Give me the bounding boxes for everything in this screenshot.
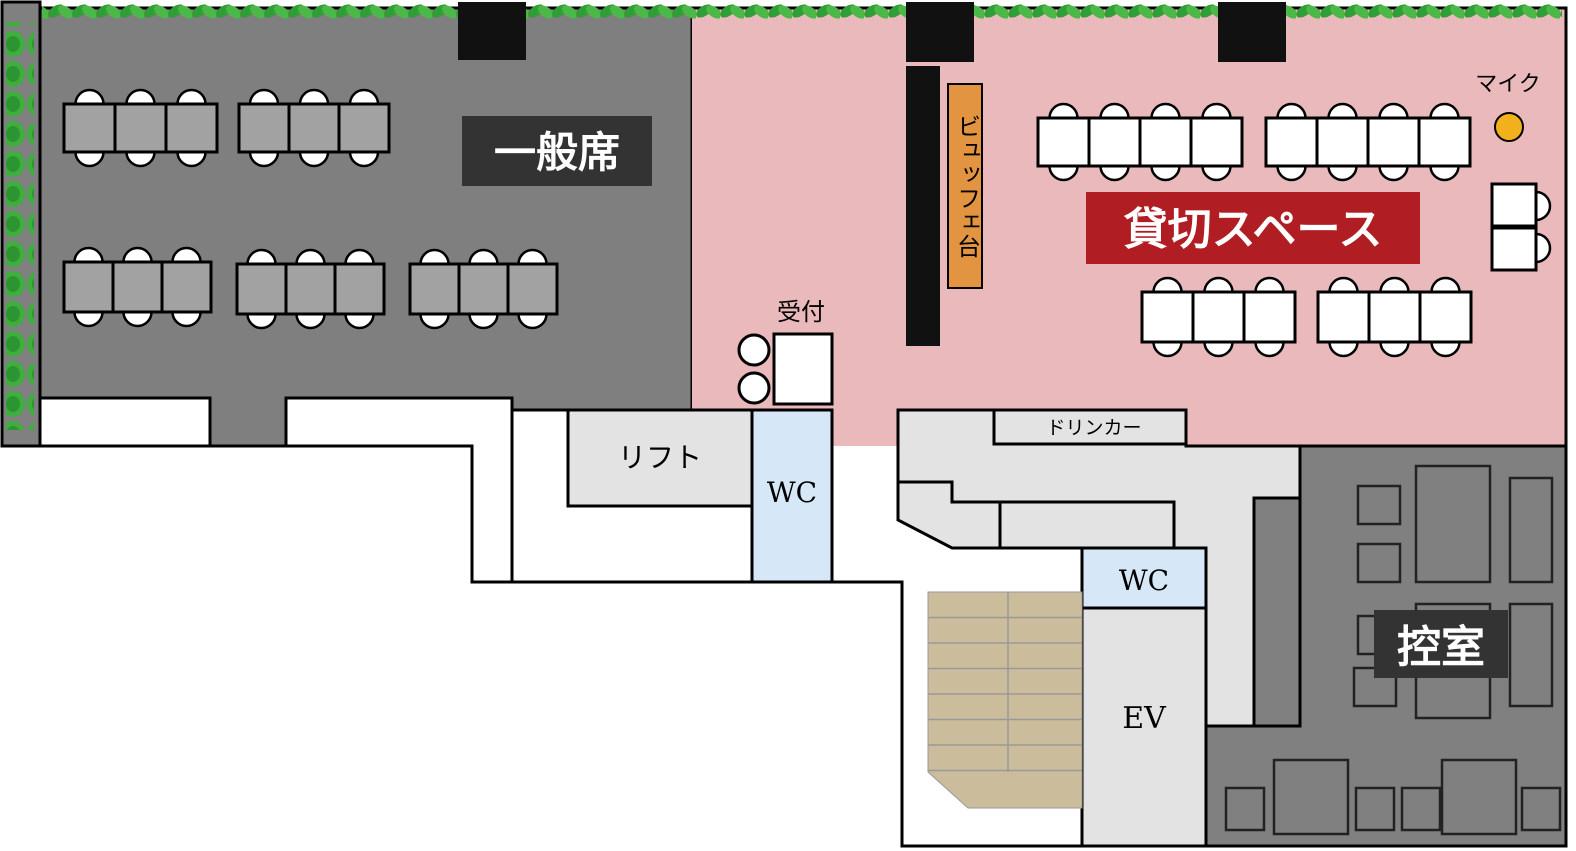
buffet-table-label: ビュッフェ台 — [953, 114, 981, 258]
reception-desk: 受付 — [737, 298, 834, 406]
table — [111, 260, 164, 314]
table — [62, 260, 115, 314]
waiting-furniture — [1520, 786, 1562, 832]
general-seating-area — [38, 6, 694, 448]
table — [506, 262, 559, 316]
microphone-label: マイク — [1475, 72, 1541, 97]
table — [1140, 290, 1195, 344]
table — [1138, 116, 1193, 168]
wc-left: WC — [750, 408, 834, 584]
general-seating-label: 一般席 — [494, 128, 620, 177]
table-group — [1140, 276, 1297, 358]
table — [408, 262, 461, 316]
table — [1242, 290, 1297, 344]
table-group — [62, 246, 213, 328]
waiting-furniture — [1508, 476, 1554, 584]
table — [1191, 290, 1246, 344]
partition-wall — [906, 66, 940, 346]
table — [333, 262, 386, 316]
reception-chair — [737, 333, 771, 367]
table-group — [1316, 276, 1473, 358]
private-table-groups — [1036, 102, 1552, 358]
table — [1036, 116, 1091, 168]
private-space-badge: 貸切スペース — [1086, 192, 1420, 264]
reception-label: 受付 — [777, 298, 825, 326]
table-group — [237, 88, 391, 168]
table — [237, 102, 291, 154]
wc-right: WC — [1080, 546, 1208, 610]
general-seating-badge: 一般席 — [462, 116, 652, 186]
table — [235, 262, 288, 316]
general-table-groups — [62, 88, 559, 330]
waiting-furniture — [1414, 464, 1492, 584]
table — [1087, 116, 1142, 168]
pillar — [906, 2, 974, 62]
table-group — [408, 248, 559, 330]
table — [1490, 226, 1538, 272]
table — [284, 262, 337, 316]
pillar — [458, 2, 526, 60]
waiting-furniture — [1354, 786, 1396, 832]
side-table-group — [1490, 182, 1552, 272]
table — [1490, 182, 1538, 228]
reception-chair — [737, 371, 771, 405]
elevator: EV — [1080, 606, 1208, 848]
table — [287, 102, 341, 154]
waiting-furniture — [1356, 484, 1402, 526]
table — [1189, 116, 1244, 168]
table — [337, 102, 391, 154]
hedge-left — [6, 22, 34, 430]
pillar — [1218, 2, 1286, 62]
table-group — [62, 88, 219, 168]
table — [62, 102, 117, 154]
waiting-furniture — [1400, 786, 1442, 832]
microphone: マイク — [1475, 72, 1541, 142]
waiting-furniture — [1508, 602, 1554, 708]
waiting-furniture — [1440, 758, 1518, 836]
table — [160, 260, 213, 314]
stairs — [927, 591, 1083, 809]
table — [1367, 290, 1422, 344]
pillars — [458, 2, 1286, 62]
hedge-top — [42, 2, 1562, 24]
table-group — [1264, 102, 1472, 182]
private-space-label: 貸切スペース — [1124, 204, 1383, 255]
waiting-furniture — [1272, 758, 1350, 836]
table — [457, 262, 510, 316]
waiting-room-label: 控室 — [1397, 622, 1485, 673]
table — [1418, 290, 1473, 344]
waiting-furniture — [1224, 786, 1266, 832]
wc-left-label: WC — [767, 476, 817, 509]
drink-cart: ドリンカー — [992, 408, 1188, 446]
wc-right-label: WC — [1119, 564, 1169, 597]
waiting-room-badge — [1374, 610, 1508, 678]
table — [164, 102, 219, 154]
table — [113, 102, 168, 154]
mic-icon — [1494, 112, 1524, 142]
table — [1316, 290, 1371, 344]
lift-room: リフト — [566, 408, 754, 508]
lift-label: リフト — [618, 441, 702, 474]
waiting-room: 控室 — [1204, 444, 1568, 848]
table — [1264, 116, 1319, 168]
waiting-furniture — [1356, 542, 1402, 584]
table-group — [235, 248, 386, 330]
table — [1417, 116, 1472, 168]
elevator-label: EV — [1122, 701, 1167, 736]
buffet-table: ビュッフェ台 — [947, 83, 983, 289]
table — [1366, 116, 1421, 168]
drink-cart-label: ドリンカー — [1046, 417, 1141, 439]
table-group — [1036, 102, 1244, 182]
table — [1315, 116, 1370, 168]
